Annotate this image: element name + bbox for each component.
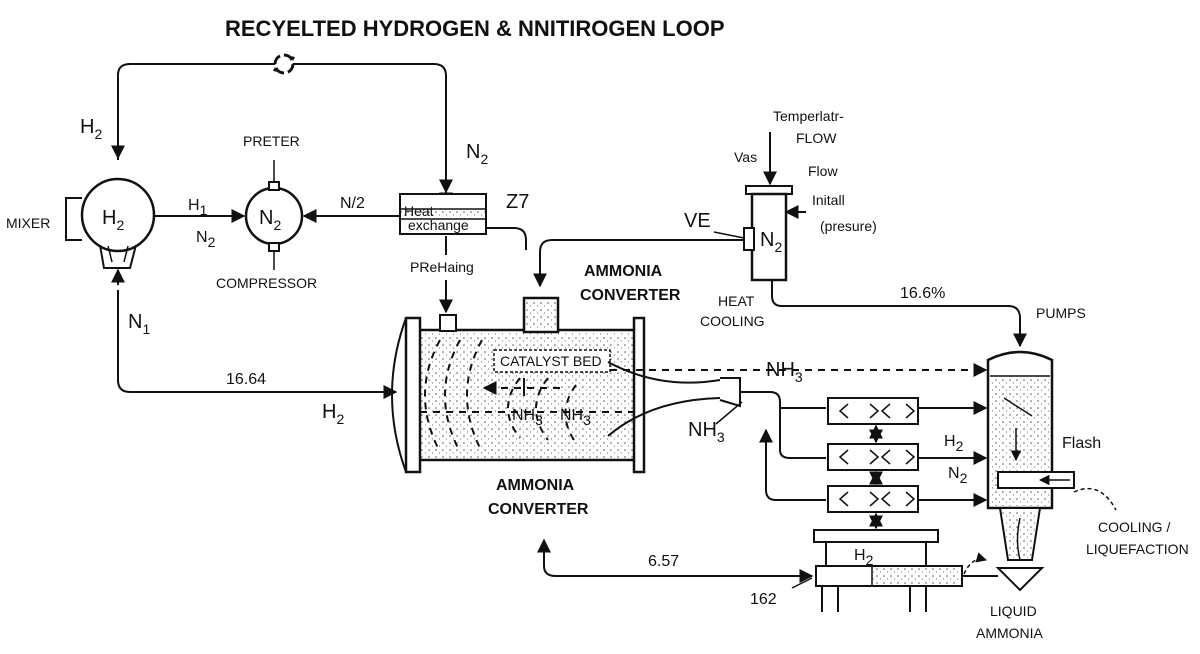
converter-bottom-label-1: AMMONIA — [496, 477, 575, 494]
n-over-2-label: N/2 — [340, 195, 365, 212]
n2-top-label: N2 — [466, 141, 488, 167]
compressor-inner-label: N2 — [259, 207, 281, 233]
preter-label: PRETER — [243, 133, 300, 149]
mixer: H2 MIXER H2 N1 — [6, 116, 156, 337]
vas-label: Vas — [734, 149, 757, 165]
mixer-h2-input-label: H2 — [80, 116, 102, 142]
catalyst-bed-label: CATALYST BED — [500, 353, 602, 369]
initial-label-2: (presure) — [820, 218, 877, 234]
mixer-n1-label: N1 — [128, 311, 150, 337]
cooling-label-1: COOLING / — [1098, 519, 1170, 535]
h2-right-label: H2 — [944, 433, 964, 454]
n2-feed-label: N2 — [196, 229, 216, 250]
recycle-loop — [111, 53, 453, 207]
value-162: 162 — [750, 591, 777, 608]
n2-right-label: N2 — [948, 465, 968, 486]
heat-exchange-label-2: exchange — [408, 217, 469, 233]
value-16-64: 16.64 — [226, 371, 266, 388]
exchanger-bank — [827, 397, 919, 530]
pumps-label: PUMPS — [1036, 305, 1086, 321]
cooling-label-2: LIQUEFACTION — [1086, 541, 1189, 557]
flash-vessel — [986, 350, 1075, 592]
converter-top-label-2: CONVERTER — [580, 287, 681, 304]
h2-pump-label: H2 — [854, 547, 874, 568]
z7-label: Z7 — [506, 191, 529, 213]
liquid-label-1: LIQUID — [990, 603, 1037, 619]
preheating-label: PReHaing — [410, 259, 474, 275]
value-16-6-pct: 16.6% — [900, 285, 945, 302]
ve-label: VE — [684, 210, 711, 232]
value-6-57: 6.57 — [648, 553, 679, 570]
temp-flow-label-1: Temperlatr- — [773, 108, 844, 124]
h1-label: H1 — [188, 197, 208, 218]
nh3-inner-a: NH3 — [512, 407, 543, 428]
diagram-title: RECYELTED HYDROGEN & NNITIROGEN LOOP — [225, 16, 725, 41]
compressor-label: COMPRESSOR — [216, 275, 317, 291]
converter-top-label-1: AMMONIA — [584, 263, 663, 280]
pump-unit: H2 — [813, 529, 963, 612]
flash-label: Flash — [1062, 435, 1101, 452]
heat-exchanger: Heat exchange — [399, 193, 487, 235]
nh3-inner-b: NH3 — [560, 407, 591, 428]
temp-flow-label-2: FLOW — [796, 130, 837, 146]
recycle-icon — [273, 53, 295, 75]
h2-converter-label: H2 — [322, 401, 344, 427]
liquid-label-2: AMMONIA — [976, 625, 1044, 641]
valve-inner-label: N2 — [760, 229, 782, 255]
heat-cooling-label-1: HEAT — [718, 293, 755, 309]
flow-label: Flow — [808, 163, 838, 179]
n2-valve: N2 — [743, 185, 793, 282]
nh3-dashed-label: NH3 — [766, 359, 803, 385]
ammonia-converter: CATALYST BED NH3 NH3 — [391, 296, 741, 474]
heat-exchange-label-1: Heat — [404, 203, 434, 219]
mixer-inner-label: H2 — [102, 207, 124, 233]
nh3-right-label: NH3 — [688, 419, 725, 445]
compressor: N2 PRETER COMPRESSOR — [216, 133, 317, 291]
heat-cooling-label-2: COOLING — [700, 313, 765, 329]
initial-label-1: Initall — [812, 192, 845, 208]
converter-bottom-label-2: CONVERTER — [488, 501, 589, 518]
mixer-label: MIXER — [6, 215, 50, 231]
